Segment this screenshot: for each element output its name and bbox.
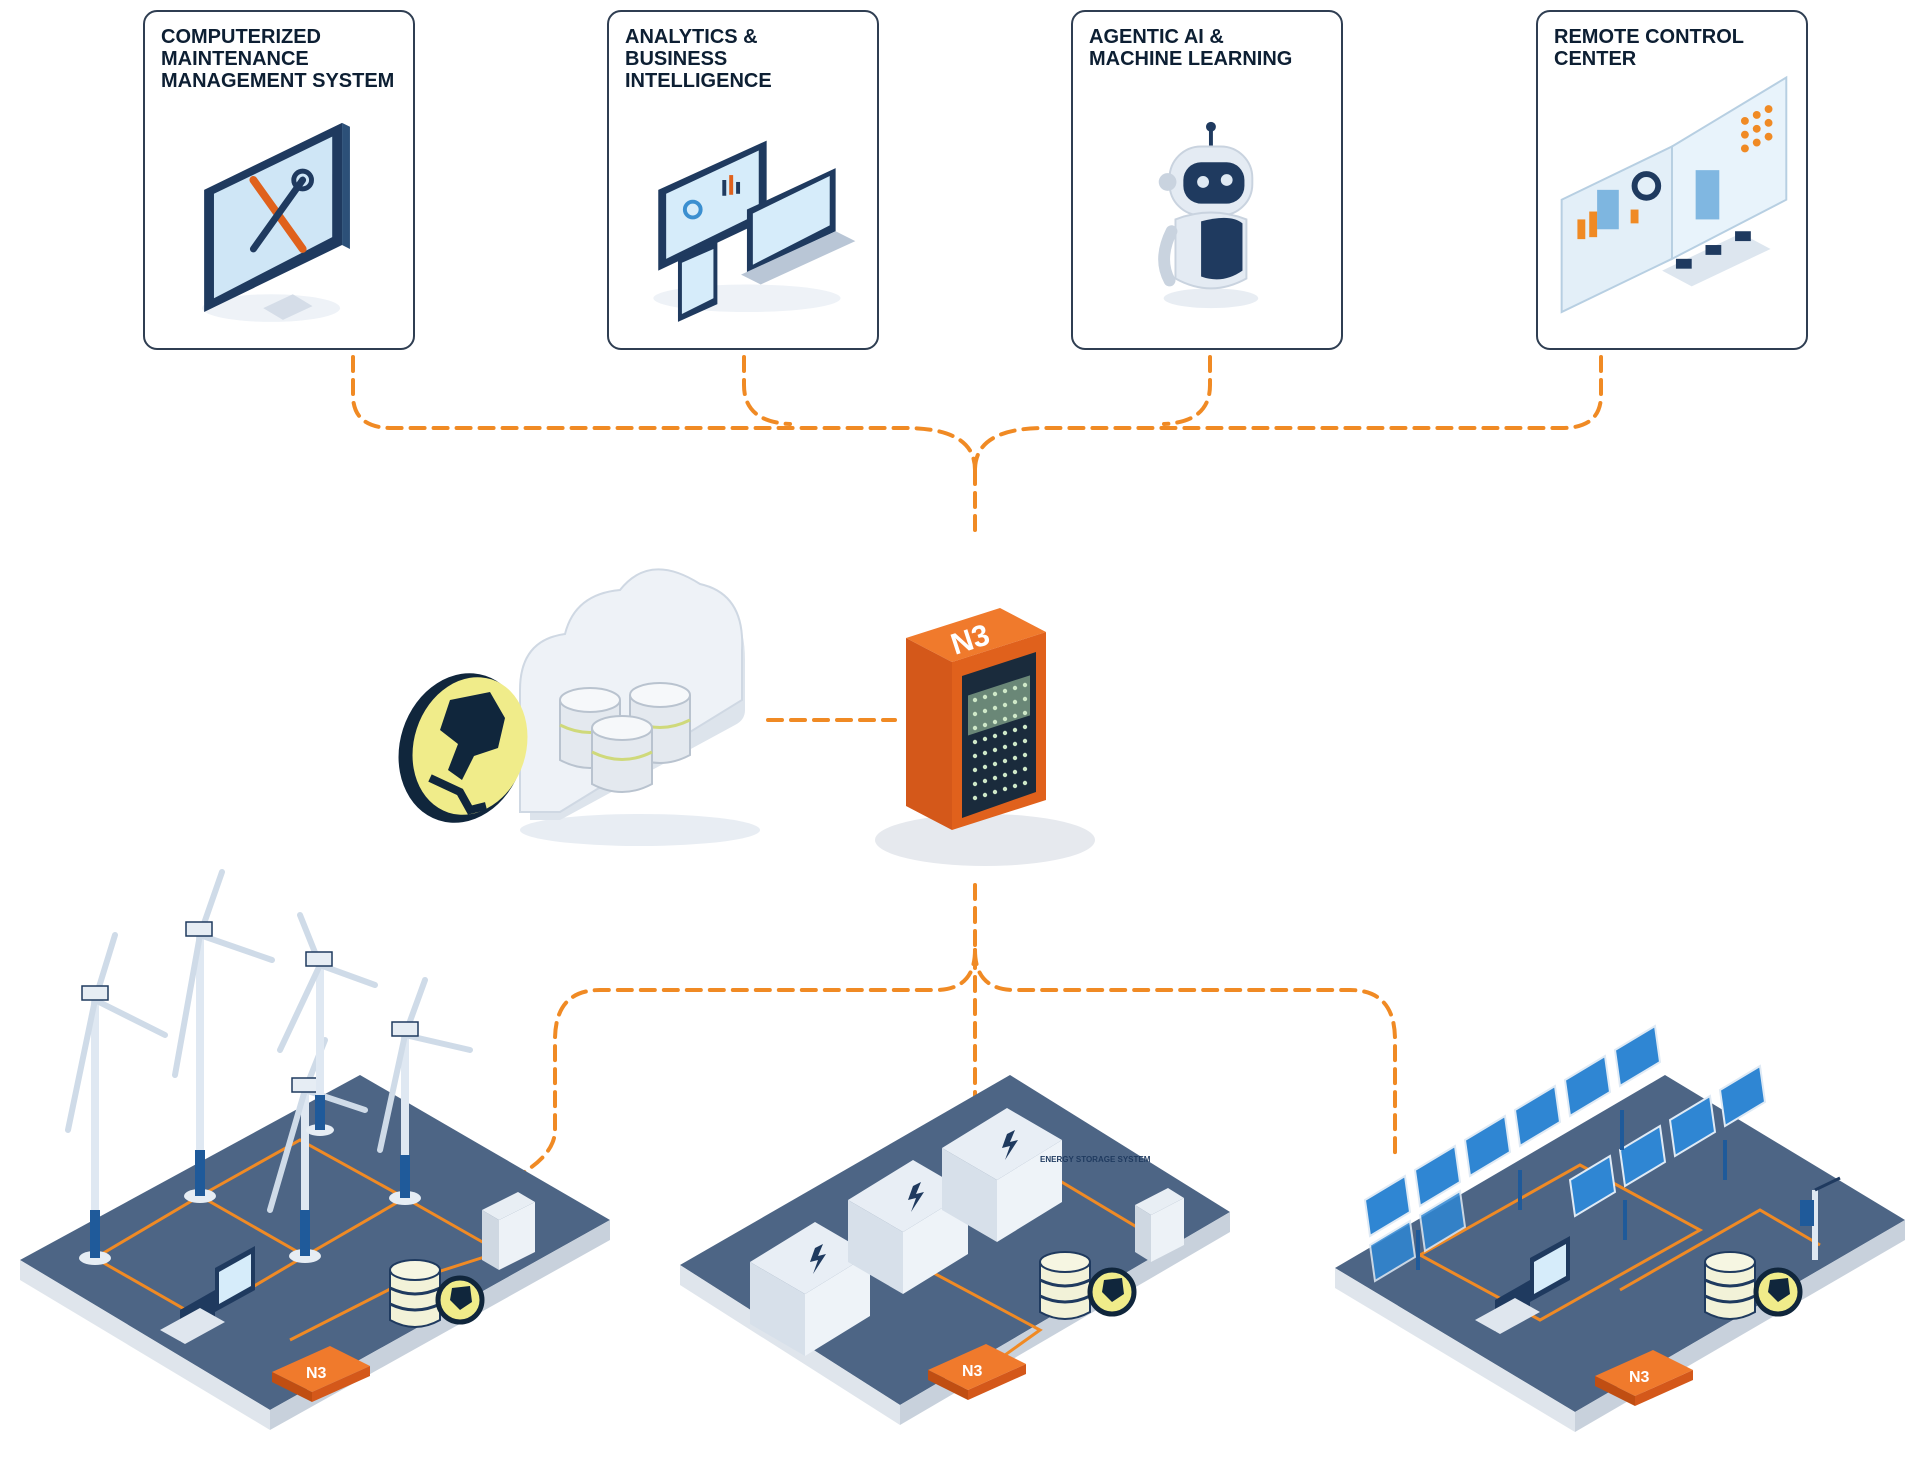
data-cabinet-icon: [482, 1192, 535, 1270]
gateway-n3: N3: [272, 1346, 370, 1402]
database-icon: [1039, 1251, 1137, 1320]
database-icon: [389, 1259, 485, 1328]
hand-logo-badge: [398, 673, 528, 823]
cloud-database-icon: [519, 568, 760, 846]
gateway-n3: N3: [1595, 1350, 1693, 1406]
robot-icon: [1158, 121, 1259, 309]
server-rack: N3: [875, 608, 1095, 866]
card-remote-control: REMOTE CONTROL CENTER: [1536, 10, 1808, 350]
data-cabinet-icon: [1135, 1188, 1184, 1262]
database-icon: [1704, 1251, 1803, 1320]
weather-station-icon: [1800, 1176, 1841, 1260]
wind-turbine-icon: [65, 869, 473, 1265]
card-title: REMOTE CONTROL CENTER: [1554, 26, 1744, 70]
storage-container-icon: ENERGY STORAGE SYSTEM: [750, 1108, 1151, 1356]
dashboards-icon: [653, 140, 856, 322]
gateway-n3: N3: [928, 1344, 1026, 1400]
card-cmms: COMPUTERIZED MAINTENANCE MANAGEMENT SYST…: [143, 10, 415, 350]
card-analytics: ANALYTICS & BUSINESS INTELLIGENCE: [607, 10, 879, 350]
gateway-logo: N3: [962, 1363, 983, 1380]
card-title: ANALYTICS & BUSINESS INTELLIGENCE: [625, 26, 772, 92]
site-solar-farm: N3: [1335, 1024, 1905, 1432]
card-title: AGENTIC AI & MACHINE LEARNING: [1089, 26, 1293, 70]
card-title: COMPUTERIZED MAINTENANCE MANAGEMENT SYST…: [161, 26, 395, 92]
top-connectors: [351, 355, 1603, 532]
dashboard-laptop-icon: [1475, 1236, 1570, 1334]
gateway-logo: N3: [306, 1365, 327, 1382]
control-room-icon: [1560, 75, 1788, 314]
site-energy-storage: ENERGY STORAGE SYSTEM N3: [680, 1075, 1230, 1425]
card-agentic-ai: AGENTIC AI & MACHINE LEARNING: [1071, 10, 1343, 350]
solar-panel-icon: [1363, 1024, 1767, 1283]
site-wind-farm: N3: [20, 869, 610, 1430]
bottom-connectors: [498, 883, 1397, 1187]
container-label: ENERGY STORAGE SYSTEM: [1040, 1155, 1151, 1164]
gateway-logo: N3: [1629, 1369, 1650, 1386]
dashboard-laptop-icon: [160, 1246, 255, 1344]
monitor-tools-icon: [202, 122, 350, 322]
